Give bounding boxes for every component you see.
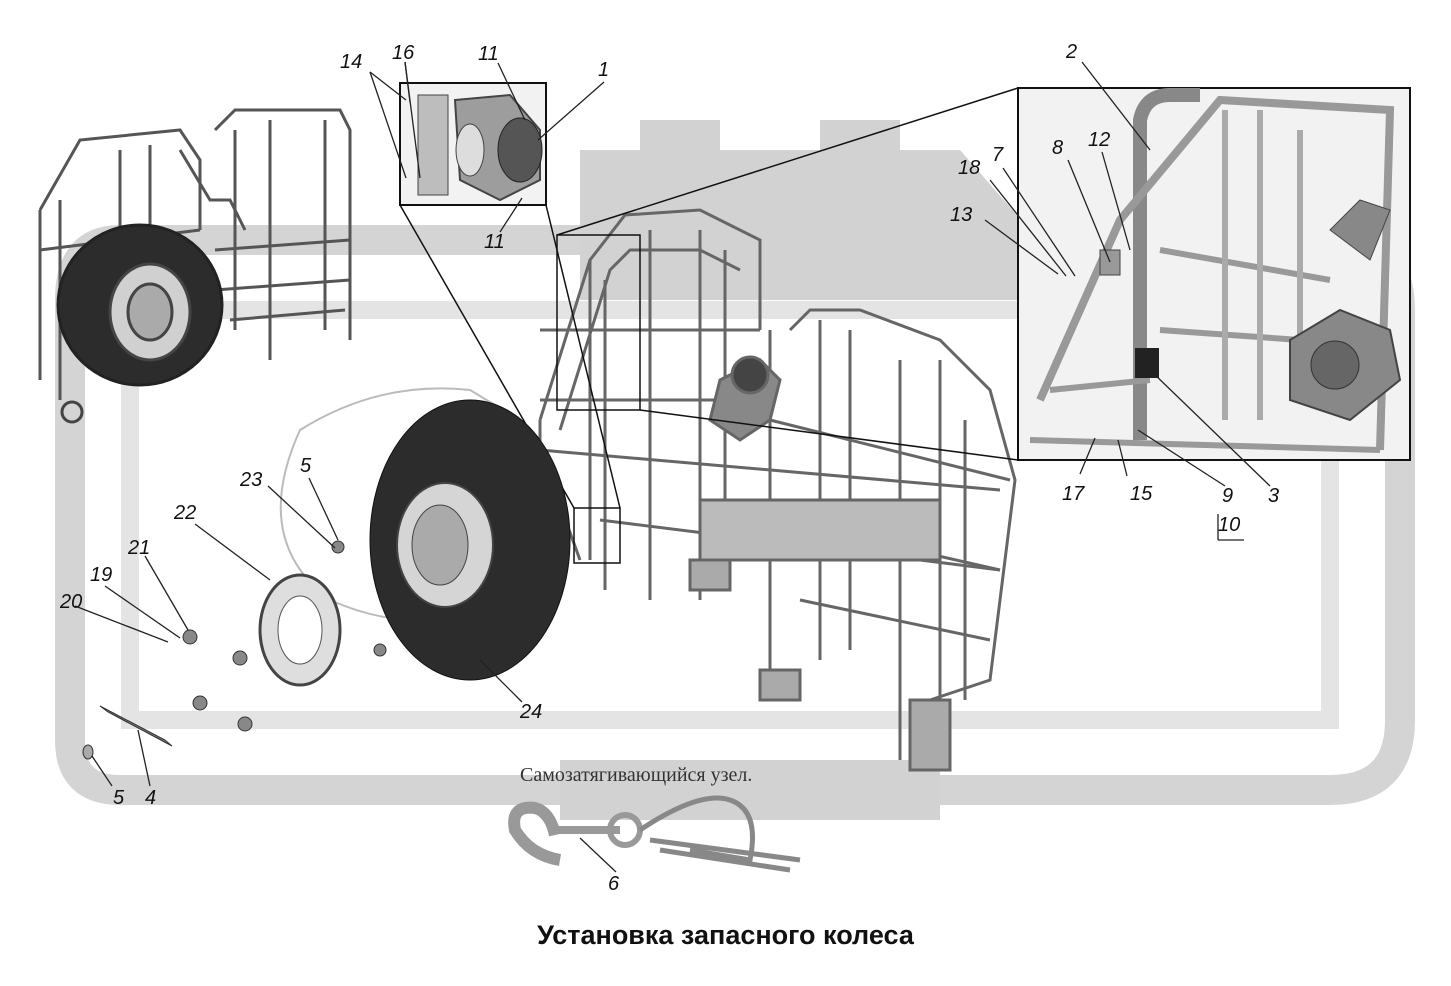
wheel-assembly <box>82 387 571 760</box>
callout-19: 19 <box>90 564 113 586</box>
callout-23: 23 <box>240 469 263 491</box>
assembled-view <box>38 108 352 424</box>
callout-3: 3 <box>1268 485 1280 507</box>
callout-4: 4 <box>145 787 157 809</box>
callout-2: 2 <box>1066 41 1078 63</box>
callout-5-lower: 5 <box>113 787 125 809</box>
inset-winch <box>399 82 547 206</box>
callout-11-upper: 11 <box>478 43 499 65</box>
knot-note: Самозатягивающийся узел. <box>520 764 753 786</box>
inset-detail <box>1017 87 1411 461</box>
callout-24: 24 <box>520 701 543 723</box>
callout-16: 16 <box>392 42 415 64</box>
callout-6: 6 <box>608 873 620 895</box>
hook-illustration <box>508 795 801 873</box>
callout-17: 17 <box>1062 483 1085 505</box>
callout-21: 21 <box>128 537 151 559</box>
callout-7: 7 <box>992 144 1004 166</box>
callout-22: 22 <box>174 502 197 524</box>
leader-lines <box>74 61 1271 873</box>
callout-11-lower: 11 <box>484 231 505 253</box>
callout-18: 18 <box>958 157 981 179</box>
diagram-caption: Установка запасного колеса <box>537 920 914 950</box>
callout-10: 10 <box>1218 514 1241 536</box>
callout-1: 1 <box>598 59 610 81</box>
callout-14: 14 <box>340 51 363 73</box>
callout-15: 15 <box>1130 483 1153 505</box>
callout-20: 20 <box>60 591 83 613</box>
callout-12: 12 <box>1088 129 1111 151</box>
callout-8: 8 <box>1052 137 1064 159</box>
callout-5-upper: 5 <box>300 455 312 477</box>
callout-9: 9 <box>1222 485 1234 507</box>
callout-13: 13 <box>950 204 973 226</box>
